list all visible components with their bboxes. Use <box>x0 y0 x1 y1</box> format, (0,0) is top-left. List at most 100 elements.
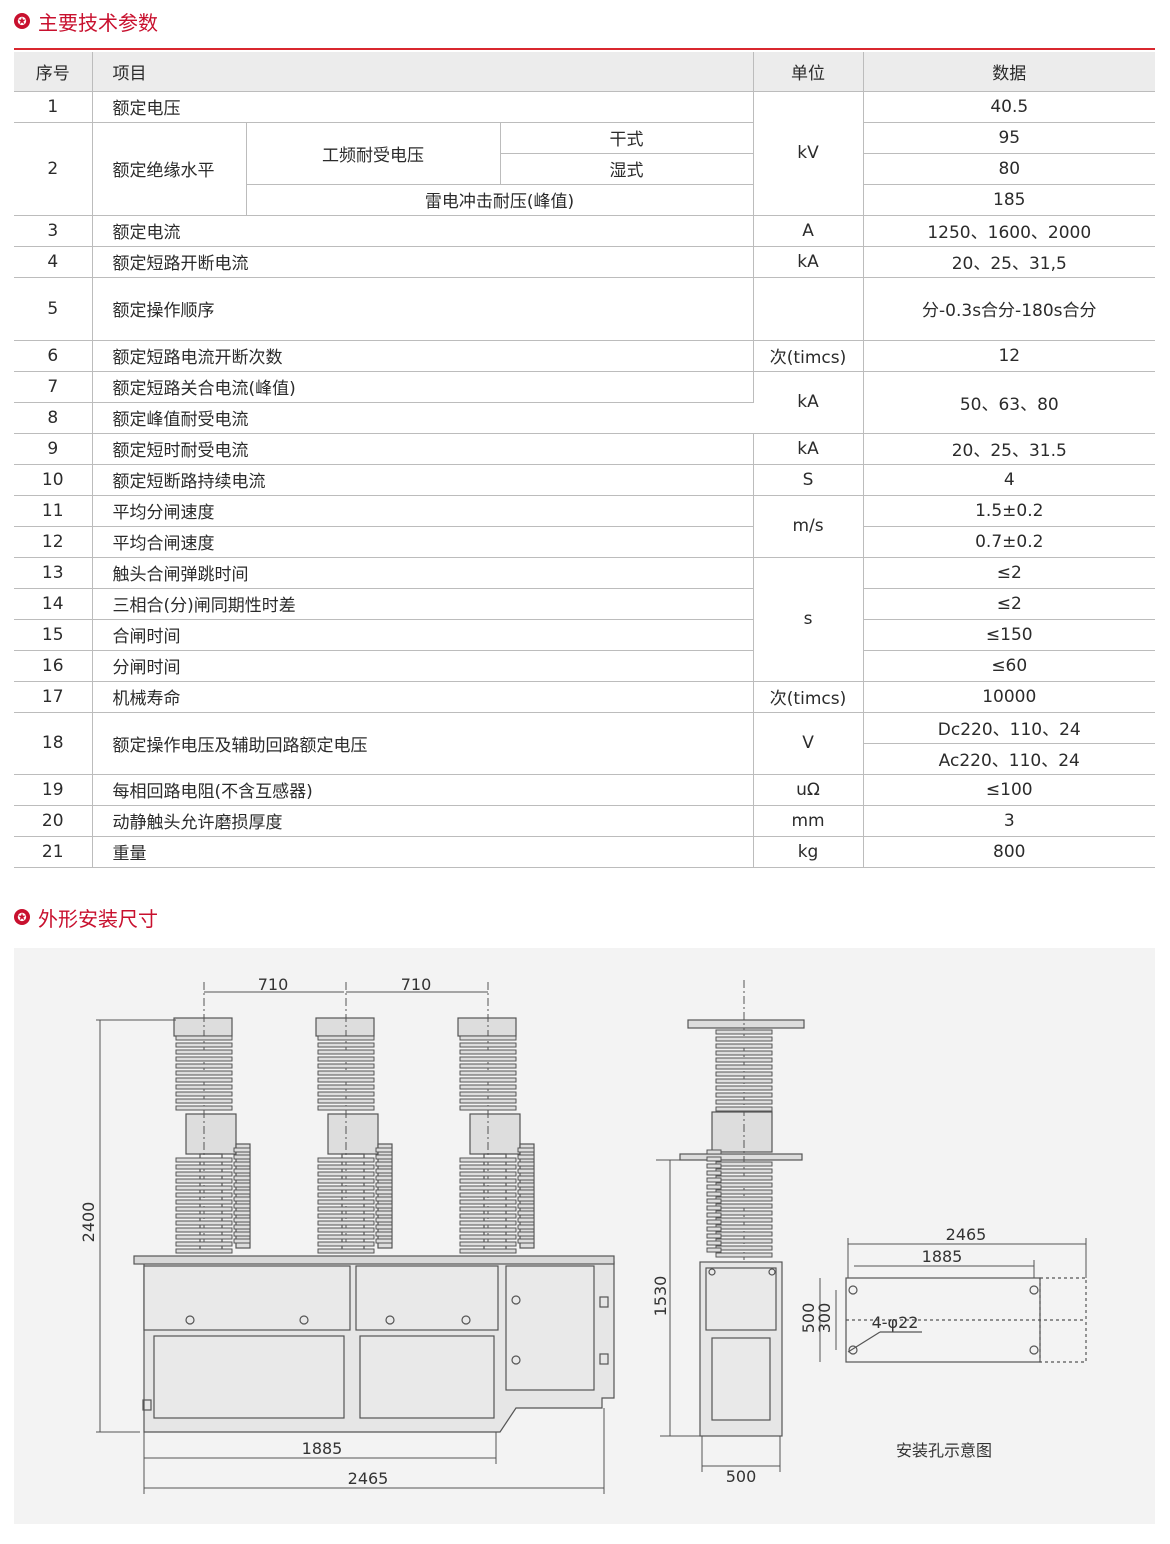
insulator-shed <box>459 1049 517 1055</box>
insulator-shed <box>459 1192 517 1198</box>
insulator-shed <box>317 1220 375 1226</box>
insulator-shed <box>175 1234 233 1240</box>
dim-hole-500: 500 <box>799 1303 818 1334</box>
insulator-shed <box>459 1234 517 1240</box>
dim-side-height: 1530 <box>651 1276 670 1317</box>
insulator-shed <box>375 1203 393 1209</box>
row-item: 额定短断路持续电流 <box>92 463 754 496</box>
row-unit: S <box>753 463 864 496</box>
header-item: 项目 <box>92 52 754 92</box>
insulator-shed <box>715 1092 773 1098</box>
insulator-shed <box>706 1184 722 1190</box>
insulator-shed <box>175 1199 233 1205</box>
row-subitem-dry: 干式 <box>500 121 754 154</box>
row-data: ≤2 <box>863 556 1156 589</box>
dim-width-1885: 1885 <box>302 1439 343 1458</box>
insulator-shed <box>517 1175 535 1181</box>
insulator-shed <box>715 1057 773 1063</box>
insulator-shed <box>459 1171 517 1177</box>
insulator-shed <box>459 1042 517 1048</box>
insulator-shed <box>706 1233 722 1239</box>
insulator-shed <box>715 1224 773 1230</box>
insulator-shed <box>375 1154 393 1160</box>
insulator-shed <box>317 1185 375 1191</box>
insulator-shed <box>175 1248 233 1254</box>
insulator-shed <box>517 1182 535 1188</box>
insulator-shed <box>175 1077 233 1083</box>
insulator-shed <box>317 1105 375 1111</box>
header-no: 序号 <box>14 52 93 92</box>
insulator-shed <box>175 1063 233 1069</box>
insulator-shed <box>317 1164 375 1170</box>
insulator-shed <box>517 1154 535 1160</box>
insulator-shed <box>375 1217 393 1223</box>
insulator-shed <box>233 1231 251 1237</box>
insulator-shed <box>517 1238 535 1244</box>
section-title-text: 主要技术参数 <box>38 10 158 35</box>
insulator-shed <box>233 1175 251 1181</box>
insulator-shed <box>715 1231 773 1237</box>
insulator-shed <box>706 1247 722 1253</box>
table-row: Ac220、110、24 <box>14 742 1156 775</box>
row-no: 21 <box>14 835 93 868</box>
row-no: 16 <box>14 649 93 682</box>
table-row: 1 额定电压 kV 40.5 <box>14 90 1156 216</box>
insulator-shed <box>715 1203 773 1209</box>
row-item: 额定电流 <box>92 214 754 247</box>
insulator-shed <box>517 1217 535 1223</box>
dim-pitch-2: 710 <box>401 975 432 994</box>
row-unit: kg <box>753 835 864 868</box>
insulator-shed <box>706 1205 722 1211</box>
insulator-shed <box>317 1206 375 1212</box>
row-no: 13 <box>14 556 93 589</box>
insulator-shed <box>715 1085 773 1091</box>
insulator-shed <box>175 1098 233 1104</box>
dim-hole-300: 300 <box>815 1303 834 1334</box>
row-unit: kA <box>753 370 864 434</box>
insulator-shed <box>715 1210 773 1216</box>
row-item: 额定电压 <box>92 90 754 123</box>
row-no: 19 <box>14 773 93 806</box>
insulator-shed <box>375 1182 393 1188</box>
cabinet-top-plate <box>133 1255 615 1265</box>
insulator-shed <box>517 1168 535 1174</box>
row-no: 18 <box>14 711 93 775</box>
insulator-shed <box>175 1056 233 1062</box>
row-data: ≤150 <box>863 618 1156 651</box>
insulator-shed <box>233 1210 251 1216</box>
dim-hole-2465: 2465 <box>946 1225 987 1244</box>
insulator-shed <box>459 1084 517 1090</box>
insulator-shed <box>375 1161 393 1167</box>
dim-side-width: 500 <box>726 1467 757 1486</box>
insulator-shed <box>233 1189 251 1195</box>
insulator-shed <box>459 1248 517 1254</box>
insulator-shed <box>715 1078 773 1084</box>
row-no: 12 <box>14 525 93 558</box>
insulator-shed <box>317 1056 375 1062</box>
row-no: 4 <box>14 245 93 278</box>
side-top-plate <box>687 1019 805 1029</box>
row-item: 额定短路电流开断次数 <box>92 339 754 372</box>
insulator-shed <box>715 1245 773 1251</box>
row-unit: 次(timcs) <box>753 680 864 713</box>
insulator-shed <box>233 1182 251 1188</box>
row-data: Dc220、110、24 <box>863 711 1156 744</box>
insulator-shed <box>459 1035 517 1041</box>
insulator-shed <box>459 1077 517 1083</box>
insulator-shed <box>517 1224 535 1230</box>
insulator-shed <box>317 1171 375 1177</box>
row-item: 额定短时耐受电流 <box>92 432 754 465</box>
insulator-shed <box>517 1161 535 1167</box>
insulator-shed <box>375 1175 393 1181</box>
insulator-shed <box>317 1227 375 1233</box>
row-item: 额定操作顺序 <box>92 276 754 341</box>
insulator-shed <box>375 1238 393 1244</box>
section-title-dims: ✪ 外形安装尺寸 <box>14 902 158 932</box>
